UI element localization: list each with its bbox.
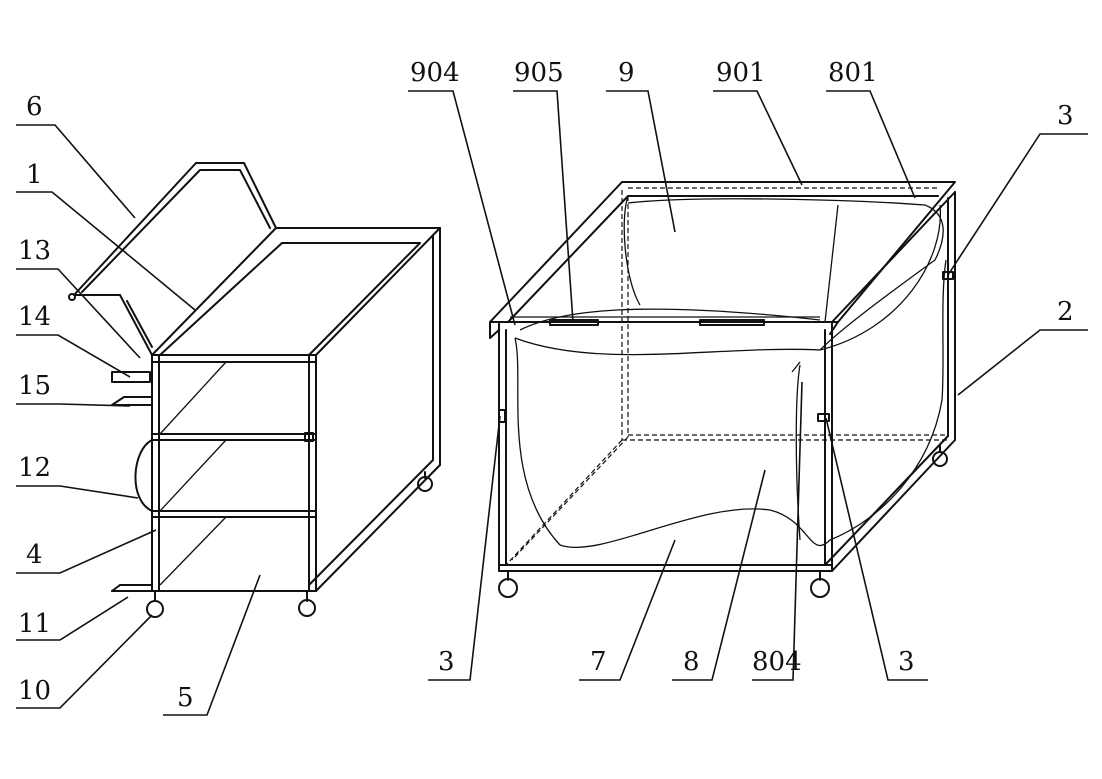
- box-side-frame: [824, 191, 956, 572]
- label-13: 13: [18, 236, 51, 266]
- label-9: 9: [618, 58, 635, 88]
- label-15: 15: [18, 371, 51, 401]
- cart-side-trays: [111, 371, 153, 406]
- label-3-top-right: 3: [1057, 101, 1074, 131]
- label-7: 7: [590, 647, 607, 677]
- label-3-bottom-right: 3: [898, 647, 915, 677]
- label-905: 905: [514, 58, 564, 88]
- label-801: 801: [828, 58, 878, 88]
- box-hidden-edges: [505, 187, 948, 566]
- label-2: 2: [1057, 297, 1074, 327]
- cart-side-frame: [308, 227, 441, 592]
- left-cart: [68, 162, 441, 618]
- box-clips: [498, 271, 954, 423]
- cart-base-plate: [111, 584, 317, 592]
- reference-numerals: 904 905 9 901 801 3 2 6 1 13 14 15 12 4 …: [18, 58, 1074, 713]
- label-6: 6: [26, 92, 43, 122]
- box-wheels: [498, 445, 948, 598]
- cart-top-frame: [151, 227, 441, 356]
- cart-wheels: [146, 471, 433, 618]
- cart-side-bag: [134, 439, 153, 512]
- label-901: 901: [716, 58, 766, 88]
- label-804: 804: [752, 647, 802, 677]
- cart-door-latch: [304, 432, 314, 442]
- label-904: 904: [410, 58, 460, 88]
- label-10: 10: [18, 676, 51, 706]
- right-box: [489, 181, 956, 598]
- label-5: 5: [177, 683, 194, 713]
- label-11: 11: [18, 609, 51, 639]
- label-14: 14: [18, 302, 51, 332]
- cart-front-frame: [151, 354, 317, 592]
- label-8: 8: [683, 647, 700, 677]
- cart-shelves: [151, 361, 317, 586]
- box-lid-frame: [489, 181, 956, 339]
- leader-lines: [16, 90, 1088, 716]
- box-front-frame: [498, 321, 833, 572]
- label-1: 1: [26, 160, 43, 190]
- label-12: 12: [18, 453, 51, 483]
- box-liner-bag: [514, 195, 947, 549]
- label-4: 4: [26, 540, 43, 570]
- label-3-bottom-left: 3: [438, 647, 455, 677]
